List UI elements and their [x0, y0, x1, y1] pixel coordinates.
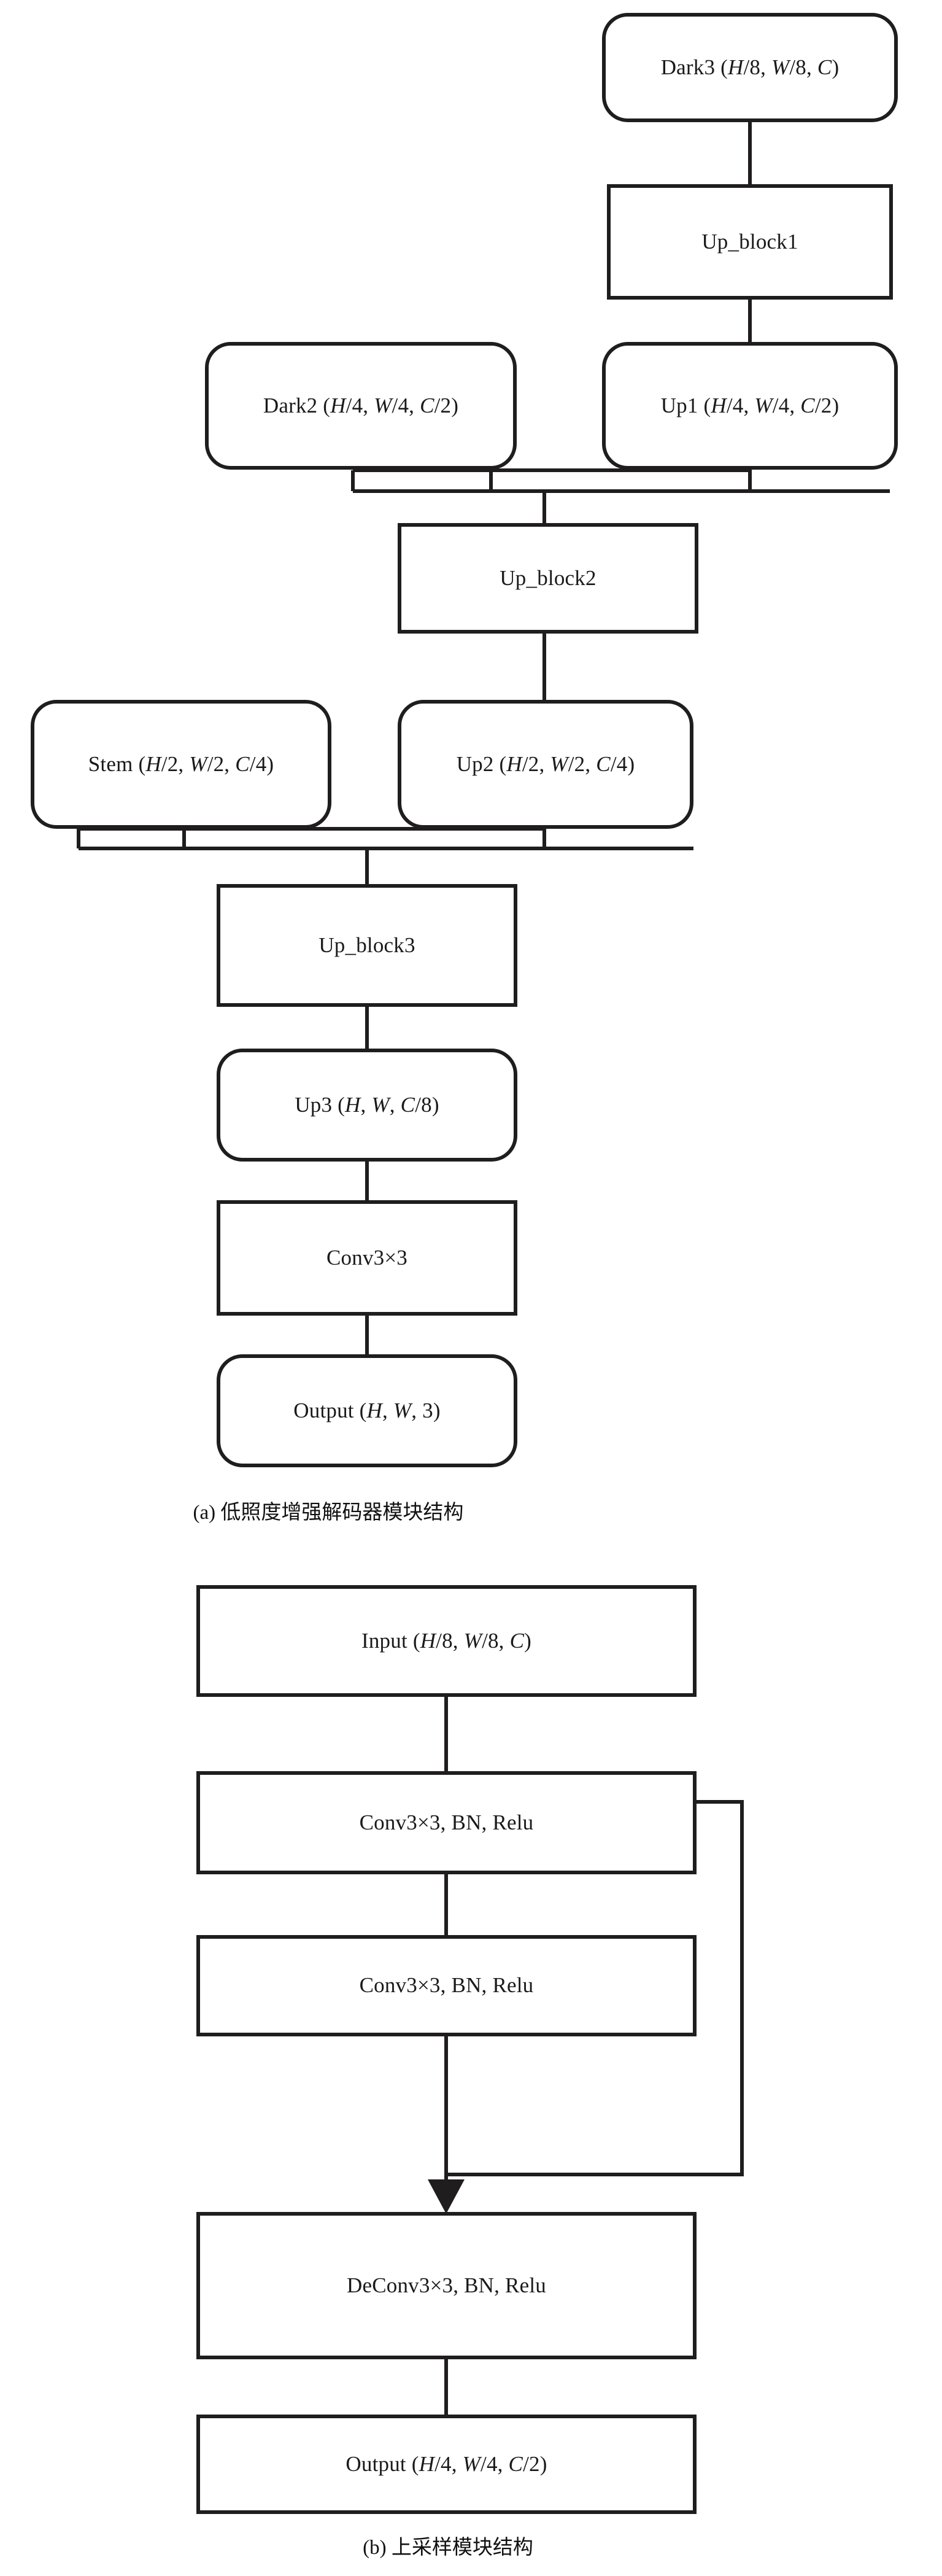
node-up3[interactable]: Up3 (H, W, C/8)	[217, 1049, 517, 1162]
node-input-b[interactable]: Input (H/8, W/8, C)	[196, 1585, 697, 1697]
node-up-block3[interactable]: Up_block3	[217, 884, 517, 1007]
node-output-b[interactable]: Output (H/4, W/4, C/2)	[196, 2415, 697, 2514]
node-up-block1[interactable]: Up_block1	[607, 184, 893, 300]
node-conv3x3-label: Conv3×3	[326, 1245, 407, 1270]
node-up-block1-label: Up_block1	[701, 229, 798, 254]
node-up-block3-label: Up_block3	[319, 933, 415, 957]
node-up1[interactable]: Up1 (H/4, W/4, C/2)	[602, 342, 898, 470]
node-dark3[interactable]: Dark3 (H/8, W/8, C)	[602, 13, 898, 122]
node-input-b-label: Input (H/8, W/8, C)	[361, 1628, 531, 1653]
panel-a-caption: (a) 低照度增强解码器模块结构	[193, 1502, 464, 1524]
node-up3-label: Up3 (H, W, C/8)	[295, 1092, 439, 1117]
node-conv3x3[interactable]: Conv3×3	[217, 1200, 517, 1316]
node-output-b-label: Output (H/4, W/4, C/2)	[346, 2451, 547, 2476]
node-dark2[interactable]: Dark2 (H/4, W/4, C/2)	[205, 342, 517, 470]
node-output-a[interactable]: Output (H, W, 3)	[217, 1354, 517, 1467]
node-deconv-b-label: DeConv3×3, BN, Relu	[347, 2273, 546, 2297]
node-output-a-label: Output (H, W, 3)	[293, 1398, 441, 1422]
node-conv-b1[interactable]: Conv3×3, BN, Relu	[196, 1771, 697, 1874]
node-deconv-b[interactable]: DeConv3×3, BN, Relu	[196, 2212, 697, 2359]
node-conv-b2[interactable]: Conv3×3, BN, Relu	[196, 1935, 697, 2036]
node-stem-label: Stem (H/2, W/2, C/4)	[88, 751, 274, 776]
node-up2[interactable]: Up2 (H/2, W/2, C/4)	[398, 700, 693, 829]
node-dark2-label: Dark2 (H/4, W/4, C/2)	[263, 393, 459, 417]
node-conv-b2-label: Conv3×3, BN, Relu	[359, 1973, 534, 1998]
node-dark3-label: Dark3 (H/8, W/8, C)	[660, 55, 840, 79]
node-up-block2[interactable]: Up_block2	[398, 523, 698, 634]
panel-b-caption: (b) 上采样模块结构	[363, 2537, 533, 2559]
node-conv-b1-label: Conv3×3, BN, Relu	[359, 1810, 534, 1834]
node-up2-label: Up2 (H/2, W/2, C/4)	[456, 751, 635, 776]
node-up1-label: Up1 (H/4, W/4, C/2)	[660, 393, 840, 417]
node-stem[interactable]: Stem (H/2, W/2, C/4)	[31, 700, 331, 829]
node-up-block2-label: Up_block2	[500, 565, 596, 590]
